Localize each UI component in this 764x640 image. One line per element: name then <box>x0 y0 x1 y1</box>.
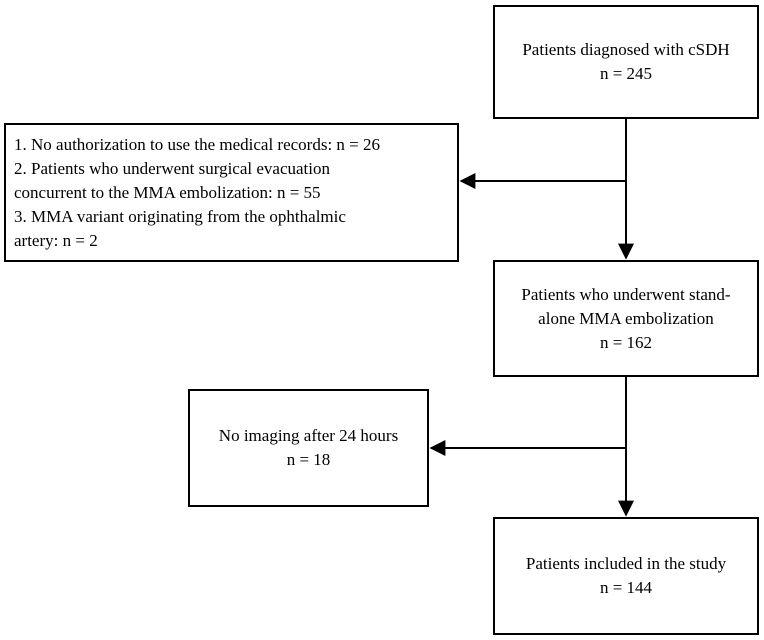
exclusion-line-2: 2. Patients who underwent surgical evacu… <box>14 158 330 178</box>
exclusion-line-1: 1. No authorization to use the medical r… <box>14 134 381 154</box>
box-included-study: Patients included in the study n = 144 <box>493 517 759 635</box>
box-diagnosed-title: Patients diagnosed with cSDH <box>522 40 730 59</box>
box-included-title: Patients included in the study <box>525 554 727 573</box>
exclusion-line-4: 3. MMA variant originating from the opht… <box>14 206 346 226</box>
box-no-imaging-title: No imaging after 24 hours <box>218 426 399 445</box>
box-diagnosed-count: n = 245 <box>599 64 653 83</box>
exclusion-line-5: artery: n = 2 <box>14 230 98 250</box>
box-exclusion-criteria: 1. No authorization to use the medical r… <box>4 123 459 262</box>
box-standalone-line-1: Patients who underwent stand- <box>521 284 731 304</box>
box-diagnosed-csdh: Patients diagnosed with cSDH n = 245 <box>493 5 759 119</box>
box-standalone-count: n = 162 <box>599 332 653 352</box>
box-standalone-line-2: alone MMA embolization <box>538 308 714 328</box>
box-included-count: n = 144 <box>599 578 653 597</box>
box-no-imaging: No imaging after 24 hours n = 18 <box>188 389 429 507</box>
box-standalone-embolization: Patients who underwent stand- alone MMA … <box>493 260 759 377</box>
exclusion-line-3: concurrent to the MMA embolization: n = … <box>14 182 321 202</box>
box-no-imaging-count: n = 18 <box>286 450 331 469</box>
